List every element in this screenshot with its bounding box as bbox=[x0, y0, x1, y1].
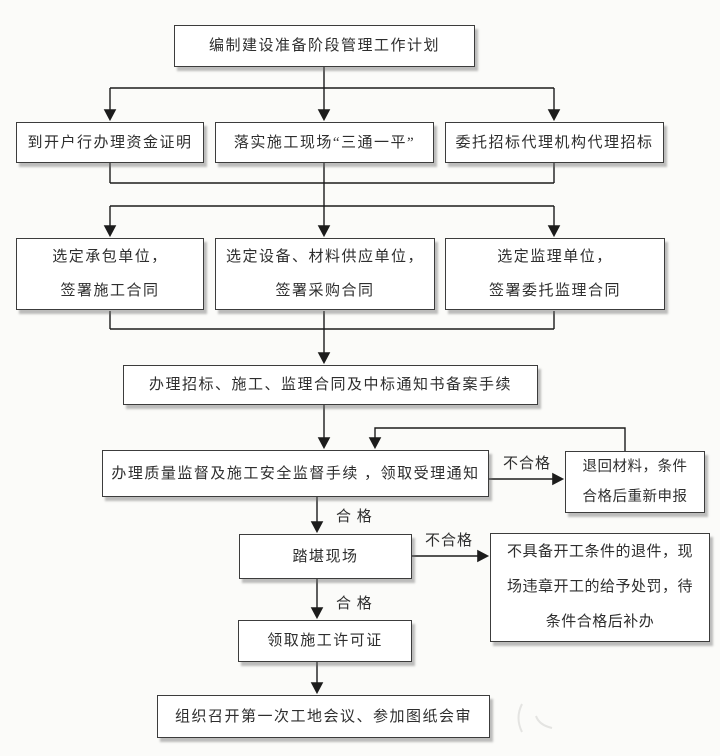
node-plan: 编制建设准备阶段管理工作计划 bbox=[174, 25, 475, 67]
node-agency: 委托招标代理机构代理招标 bbox=[445, 122, 664, 163]
node-fund: 到开户行办理资金证明 bbox=[16, 122, 204, 163]
node-permit: 领取施工许可证 bbox=[238, 620, 412, 662]
node-site: 落实施工现场“三通一平” bbox=[215, 122, 434, 163]
node-quality: 办理质量监督及施工安全监督手续 ，领取受理通知 bbox=[102, 450, 489, 497]
node-meeting: 组织召开第一次工地会议、参加图纸会审 bbox=[157, 695, 490, 738]
edge-label-fail-survey: 不合格 bbox=[425, 533, 474, 549]
edge-returned-feedback bbox=[368, 427, 626, 451]
node-supervisor: 选定监理单位， 签署委托监理合同 bbox=[445, 238, 665, 310]
node-supplier: 选定设备、材料供应单位， 签署采购合同 bbox=[215, 238, 435, 310]
edge-label-fail-quality: 不合格 bbox=[503, 456, 552, 472]
node-record: 办理招标、施工、监理合同及中标通知书备案手续 bbox=[123, 365, 538, 405]
edge-label-pass-quality: 合 格 bbox=[336, 509, 373, 525]
watermark-mark bbox=[517, 703, 553, 733]
node-contractor: 选定承包单位， 签署施工合同 bbox=[16, 238, 204, 310]
node-returned: 退回材料，条件 合格后重新申报 bbox=[565, 451, 705, 513]
node-survey: 踏堪现场 bbox=[239, 534, 412, 579]
node-penalty: 不具备开工条件的退件，现 场违章开工的给予处罚，待 条件合格后补办 bbox=[490, 533, 710, 642]
edge-label-pass-survey: 合 格 bbox=[336, 596, 373, 612]
